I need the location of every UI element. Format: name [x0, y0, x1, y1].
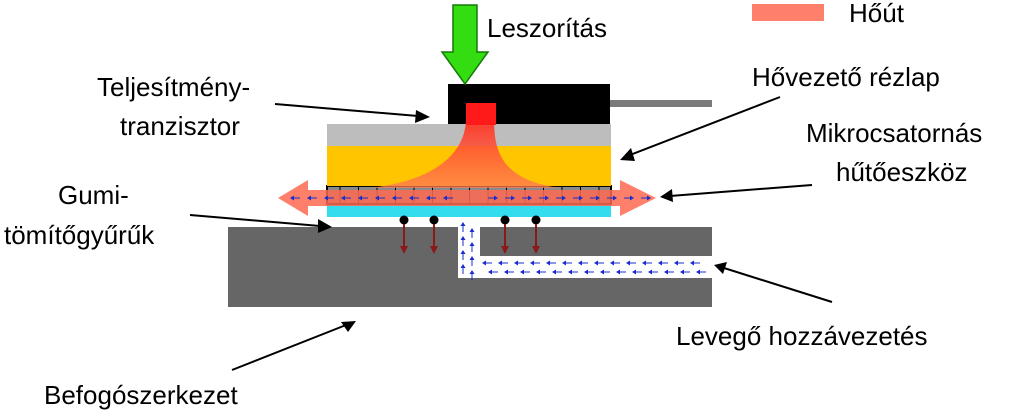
air-flow-arrow: [642, 260, 652, 266]
o-ring: [429, 215, 439, 254]
o-ring: [500, 215, 510, 254]
label-transistor-line1: Teljesítmény-: [97, 72, 250, 102]
air-flow-arrows: [290, 195, 706, 280]
air-flow-arrow: [568, 269, 578, 275]
air-flow-arrow: [690, 260, 700, 266]
air-flow-arrow: [573, 195, 583, 201]
air-flow-arrow: [498, 260, 508, 266]
o-ring: [399, 215, 409, 254]
gasket-o-rings: [399, 215, 541, 254]
label-fixture: Befogószerkezet: [44, 380, 238, 410]
air-flow-arrow: [426, 195, 436, 201]
air-flow-arrow: [584, 269, 594, 275]
transistor-lead: [610, 100, 712, 107]
air-flow-arrow: [610, 260, 620, 266]
air-flow-arrow: [520, 269, 530, 275]
air-flow-arrow: [324, 195, 334, 201]
air-flow-arrow: [530, 260, 540, 266]
air-flow-arrow: [469, 228, 475, 238]
leader-lines: [189, 96, 833, 371]
air-flow-arrow: [469, 242, 475, 252]
legend-heat-swatch: [752, 4, 824, 21]
label-gasket-line1: Gumi-: [58, 180, 129, 210]
air-flow-arrow: [488, 269, 498, 275]
clamp-arrow: [440, 4, 490, 86]
air-flow-arrow: [460, 222, 466, 232]
air-flow-arrow: [539, 195, 549, 201]
air-flow-arrow: [341, 195, 351, 201]
label-microchannel-line2: hűtőeszköz: [836, 157, 968, 187]
air-flow-arrow: [594, 260, 604, 266]
label-clamping: Leszorítás: [487, 13, 607, 43]
air-flow-arrow: [409, 195, 419, 201]
label-transistor-line2: tranzisztor: [120, 111, 240, 141]
air-flow-arrow: [590, 195, 600, 201]
air-flow-arrow: [624, 195, 634, 201]
leader-arrowheads: [318, 110, 727, 332]
air-flow-arrow: [632, 269, 642, 275]
air-flow-arrow: [648, 269, 658, 275]
air-flow-arrow: [488, 195, 498, 201]
air-flow-arrow: [600, 269, 610, 275]
air-flow-arrow: [562, 260, 572, 266]
air-flow-arrow: [607, 195, 617, 201]
lateral-heat-flow-arrow: [278, 180, 656, 216]
air-flow-arrow: [392, 195, 402, 201]
air-flow-arrow: [514, 260, 524, 266]
label-heat-flow: Hőút: [849, 0, 905, 28]
air-flow-arrow: [482, 260, 492, 266]
air-flow-arrow: [556, 195, 566, 201]
label-heat-spreader: Hővezető rézlap: [752, 62, 940, 92]
air-flow-arrow: [443, 195, 453, 201]
gasket-layer: [327, 204, 611, 217]
air-flow-arrow: [522, 195, 532, 201]
air-flow-arrow: [505, 195, 515, 201]
air-flow-arrow: [460, 264, 466, 274]
o-ring: [531, 215, 541, 254]
air-flow-arrow: [658, 260, 668, 266]
air-flow-arrow: [358, 195, 368, 201]
label-air-supply: Levegő hozzávezetés: [676, 321, 928, 351]
air-flow-arrow: [641, 195, 651, 201]
air-flow-arrow: [680, 269, 690, 275]
air-flow-arrow: [290, 195, 300, 201]
air-flow-arrow: [664, 269, 674, 275]
label-microchannel-line1: Mikrocsatornás: [806, 118, 982, 148]
air-flow-arrow: [626, 260, 636, 266]
air-flow-arrow: [578, 260, 588, 266]
air-flow-arrow: [674, 260, 684, 266]
air-flow-arrow: [375, 195, 385, 201]
heat-path: [370, 118, 560, 188]
air-flow-arrow: [307, 195, 317, 201]
air-flow-arrow: [469, 256, 475, 266]
air-flow-arrow: [616, 269, 626, 275]
heat-source-die: [466, 103, 496, 125]
label-gasket-line2: tömítőgyűrűk: [4, 220, 155, 250]
air-flow-arrow: [536, 269, 546, 275]
air-flow-arrow: [460, 236, 466, 246]
air-flow-arrow: [546, 260, 556, 266]
air-flow-arrow: [552, 269, 562, 275]
air-flow-arrow: [504, 269, 514, 275]
air-flow-arrow: [696, 269, 706, 275]
air-flow-arrow: [469, 270, 475, 280]
air-flow-arrow: [460, 250, 466, 260]
